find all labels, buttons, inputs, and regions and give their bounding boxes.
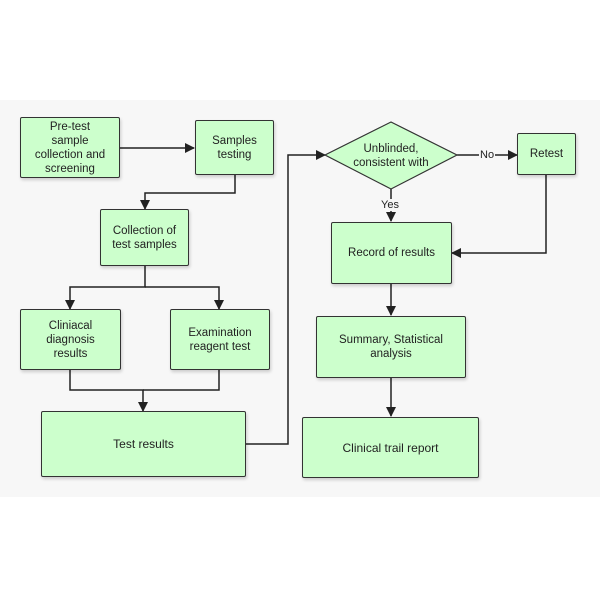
decision-label: Unblinded, consistent with [353, 143, 429, 169]
no-label: No [479, 149, 496, 161]
edge-examination-to-test-results [143, 370, 220, 391]
decision-diamond [323, 121, 459, 190]
pretest-sample-collection-node: Pre-test sample collection and screening [20, 117, 120, 178]
samples-testing-node: Samples testing [195, 120, 274, 175]
examination-reagent-test-node: Examination reagent test [170, 309, 270, 370]
test-results-node: Test results [41, 411, 246, 477]
clinical-diagnosis-results-node: Cliniacal diagnosis results [20, 309, 121, 370]
edge-samples-testing-to-collection [140, 175, 236, 210]
edge-collection-to-examination [145, 286, 224, 310]
edge-retest-to-record [451, 175, 547, 258]
retest-node: Retest [517, 133, 576, 175]
edge-test-results-to-decision [246, 150, 326, 445]
record-of-results-node: Record of results [331, 222, 452, 284]
clinical-trail-report-node: Clinical trail report [302, 417, 479, 478]
edge-collection-to-clinical [65, 266, 146, 310]
edge-clinical-to-test-results [69, 370, 148, 412]
yes-label: Yes [380, 199, 400, 211]
collection-of-test-samples-node: Collection of test samples [100, 209, 189, 266]
summary-statistical-analysis-node: Summary, Statistical analysis [316, 316, 466, 378]
